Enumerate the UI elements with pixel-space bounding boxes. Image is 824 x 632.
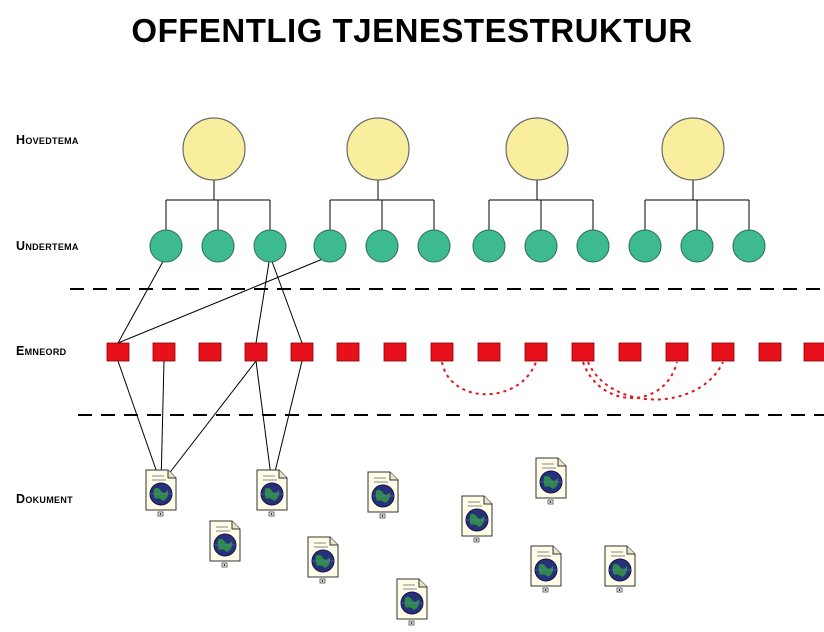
- emneord-related-links: [441, 361, 724, 401]
- dokument-nodes: [145, 457, 636, 626]
- emneord-node: [152, 342, 176, 362]
- level-label-emneord: Emneord: [16, 344, 67, 358]
- undertema-node: [472, 229, 506, 263]
- hovedtema-node: [346, 117, 410, 181]
- emneord-node: [383, 342, 407, 362]
- emneord-node: [430, 342, 454, 362]
- link-line: [271, 360, 303, 485]
- page-title: OFFENTLIG TJENESTESTRUKTUR: [131, 12, 693, 49]
- hovedtema-node: [661, 117, 725, 181]
- undertema-node: [365, 229, 399, 263]
- emneord-node: [524, 342, 548, 362]
- related-link-arc: [587, 361, 724, 401]
- globe-document-icon: [530, 545, 562, 593]
- link-line: [255, 360, 273, 485]
- level-label-dokument: Dokument: [16, 492, 73, 506]
- undertema-nodes: [149, 229, 766, 263]
- link-line: [117, 360, 162, 485]
- level-label-undertema: Undertema: [16, 239, 79, 253]
- undertema-node: [201, 229, 235, 263]
- related-link-arc: [582, 361, 678, 399]
- emneord-node: [244, 342, 268, 362]
- emneord-node: [711, 342, 735, 362]
- globe-document-icon: [604, 545, 636, 593]
- emneord-node: [803, 342, 824, 362]
- hovedtema-nodes: [182, 117, 725, 181]
- undertema-node: [253, 229, 287, 263]
- link-line: [160, 360, 165, 485]
- globe-document-icon: [367, 471, 399, 519]
- link-line: [117, 255, 167, 344]
- emneord-nodes: [106, 342, 824, 362]
- level-separators: [70, 288, 824, 416]
- undertema-node: [680, 229, 714, 263]
- undertema-node: [417, 229, 451, 263]
- connector-lines: [117, 180, 750, 485]
- undertema-node: [576, 229, 610, 263]
- globe-document-icon: [145, 469, 177, 517]
- hovedtema-node: [182, 117, 246, 181]
- globe-document-icon: [535, 457, 567, 505]
- emneord-node: [198, 342, 222, 362]
- globe-document-icon: [256, 469, 288, 517]
- undertema-node: [313, 229, 347, 263]
- emneord-node: [758, 342, 782, 362]
- related-link-arc: [441, 361, 537, 396]
- emneord-node: [571, 342, 595, 362]
- emneord-node: [665, 342, 689, 362]
- emneord-node: [618, 342, 642, 362]
- undertema-node: [628, 229, 662, 263]
- globe-document-icon: [461, 495, 493, 543]
- link-line: [269, 255, 303, 344]
- emneord-node: [477, 342, 501, 362]
- globe-document-icon: [307, 536, 339, 584]
- undertema-node: [732, 229, 766, 263]
- undertema-node: [149, 229, 183, 263]
- level-label-hovedtema: Hovedtema: [16, 133, 79, 147]
- emneord-node: [336, 342, 360, 362]
- globe-document-icon: [209, 520, 241, 568]
- undertema-node: [524, 229, 558, 263]
- link-line: [117, 255, 331, 344]
- emneord-node: [106, 342, 130, 362]
- link-line: [255, 255, 271, 344]
- globe-document-icon: [396, 578, 428, 626]
- link-line: [160, 360, 257, 485]
- hovedtema-node: [505, 117, 569, 181]
- emneord-node: [290, 342, 314, 362]
